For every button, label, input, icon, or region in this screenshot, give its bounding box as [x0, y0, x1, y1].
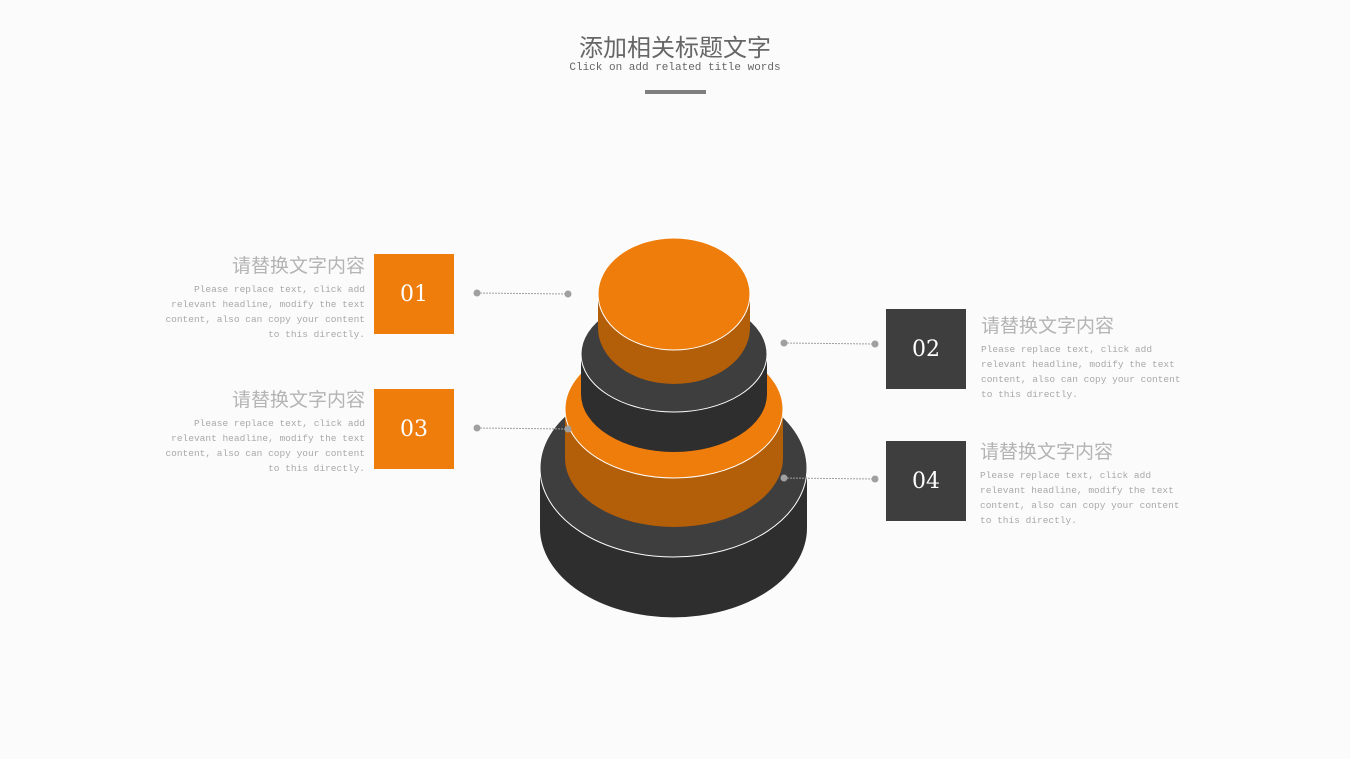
- title-underline: [645, 90, 706, 94]
- connector-01: [473, 289, 572, 298]
- item-heading: 请替换文字内容: [231, 389, 365, 411]
- page-title: 添加相关标题文字: [579, 34, 771, 62]
- item-heading: 请替换文字内容: [981, 315, 1115, 337]
- number-badge-03: 03: [374, 389, 454, 469]
- cylinder-layer-1: [597, 237, 751, 384]
- number-badge-04: 04: [886, 441, 966, 521]
- item-body: Please replace text, click add relevant …: [981, 344, 1181, 400]
- item-body: Please replace text, click add relevant …: [980, 470, 1180, 526]
- connector-03: [473, 424, 572, 433]
- text-block-01: 请替换文字内容 Please replace text, click add r…: [150, 251, 365, 342]
- connector-04: [780, 474, 879, 483]
- item-body: Please replace text, click add relevant …: [165, 418, 365, 474]
- number-badge-02: 02: [886, 309, 966, 389]
- item-heading: 请替换文字内容: [231, 255, 365, 277]
- item-heading: 请替换文字内容: [980, 441, 1114, 463]
- text-block-04: 请替换文字内容 Please replace text, click add r…: [980, 437, 1195, 528]
- connector-02: [780, 339, 879, 348]
- text-block-02: 请替换文字内容 Please replace text, click add r…: [981, 311, 1196, 402]
- item-body: Please replace text, click add relevant …: [165, 284, 365, 340]
- page-subtitle: Click on add related title words: [569, 62, 781, 74]
- number-badge-01: 01: [374, 254, 454, 334]
- text-block-03: 请替换文字内容 Please replace text, click add r…: [150, 385, 365, 476]
